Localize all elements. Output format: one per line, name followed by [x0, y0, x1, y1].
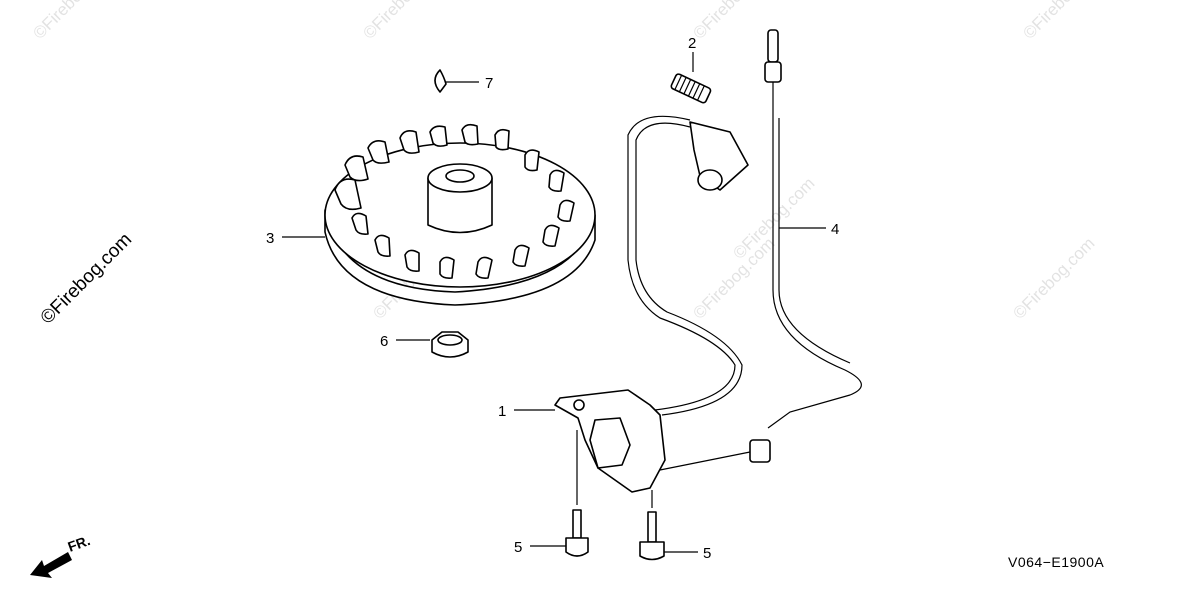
watermark: ©Firebog.com: [689, 0, 778, 43]
part-2-spring: 2: [670, 35, 712, 104]
diagram-code: V064−E1900A: [1008, 554, 1104, 570]
front-label: FR.: [66, 532, 93, 555]
watermark: ©Firebog.com: [1019, 0, 1108, 43]
callout-4: 4: [831, 221, 839, 238]
callout-5-left: 5: [514, 539, 522, 556]
front-arrow-icon: [30, 552, 72, 578]
callout-5-right: 5: [703, 545, 711, 562]
front-direction-indicator: FR.: [30, 532, 92, 578]
part-6-nut: 6: [380, 331, 469, 358]
callout-3: 3: [266, 230, 274, 247]
part-5-bolt-right: 5: [639, 490, 711, 562]
part-7-key: 7: [434, 69, 493, 93]
watermark-group: ©Firebog.com ©Firebog.com ©Firebog.com ©…: [29, 0, 1108, 329]
callout-6: 6: [380, 333, 388, 350]
part-5-bolt-left: 5: [514, 430, 589, 557]
watermark: ©Firebog.com: [359, 0, 448, 43]
callout-7: 7: [485, 75, 493, 92]
callout-2: 2: [688, 35, 696, 52]
part-3-flywheel: 3: [266, 123, 596, 306]
watermark-main: ©Firebog.com: [37, 229, 136, 328]
part-1-ignition-coil: 1: [498, 115, 751, 493]
part-4-stop-wire: 4: [749, 29, 862, 463]
callout-1: 1: [498, 403, 506, 420]
watermark: ©Firebog.com: [1009, 234, 1098, 323]
watermark: ©Firebog.com: [29, 0, 118, 43]
